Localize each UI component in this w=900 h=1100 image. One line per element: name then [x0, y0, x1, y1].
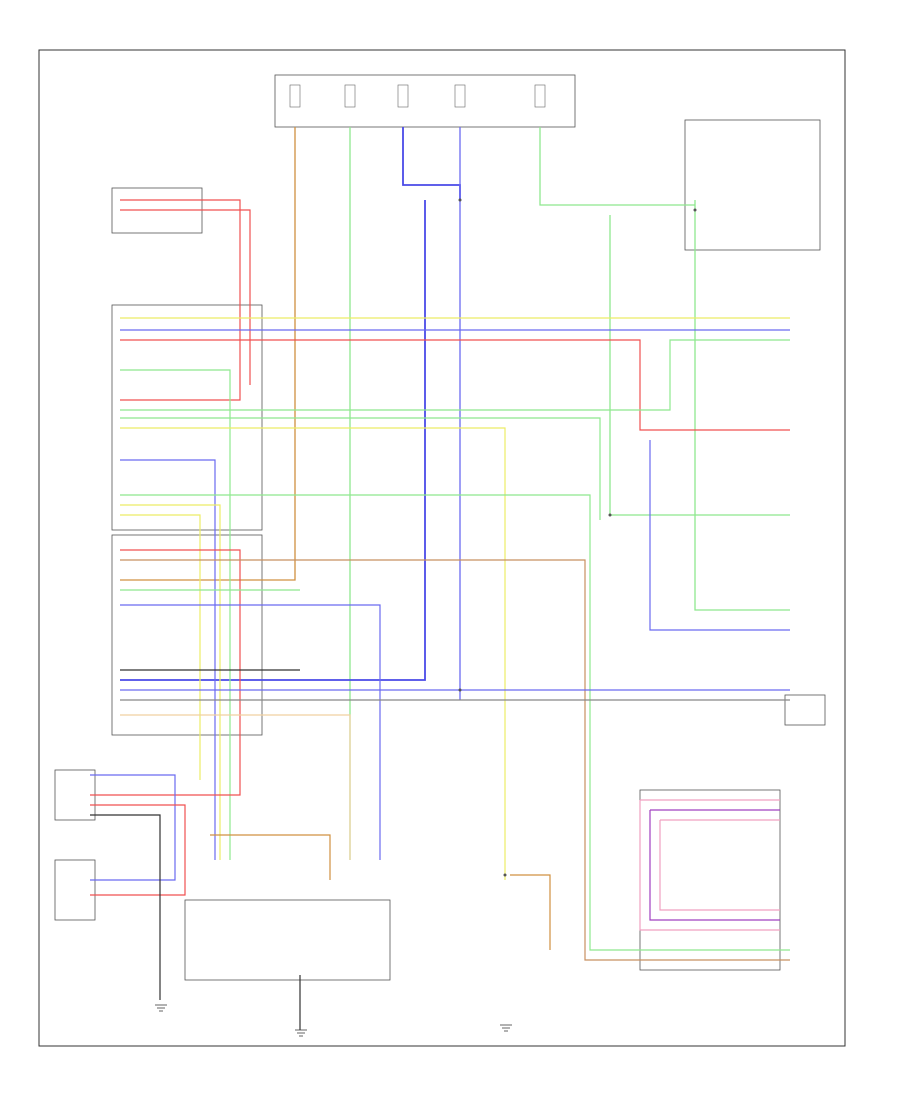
wire-splice-markers	[458, 198, 697, 877]
connector-block-bottom-right	[639, 789, 781, 971]
component-right-mid	[784, 694, 826, 726]
vertical-wires	[120, 127, 790, 860]
sensor-left-upper	[54, 769, 96, 821]
fuse-box	[274, 74, 576, 128]
ground-symbol	[155, 1004, 512, 1037]
horizontal-wires	[90, 199, 790, 961]
diagram-frame	[38, 49, 846, 1047]
sensor-left-lower	[54, 859, 96, 921]
fuse-symbols	[289, 84, 546, 108]
control-module-connector-lower	[111, 534, 263, 736]
compressor-component	[684, 119, 821, 251]
lower-wires	[90, 774, 780, 1030]
switch-assembly-bottom	[184, 899, 391, 981]
